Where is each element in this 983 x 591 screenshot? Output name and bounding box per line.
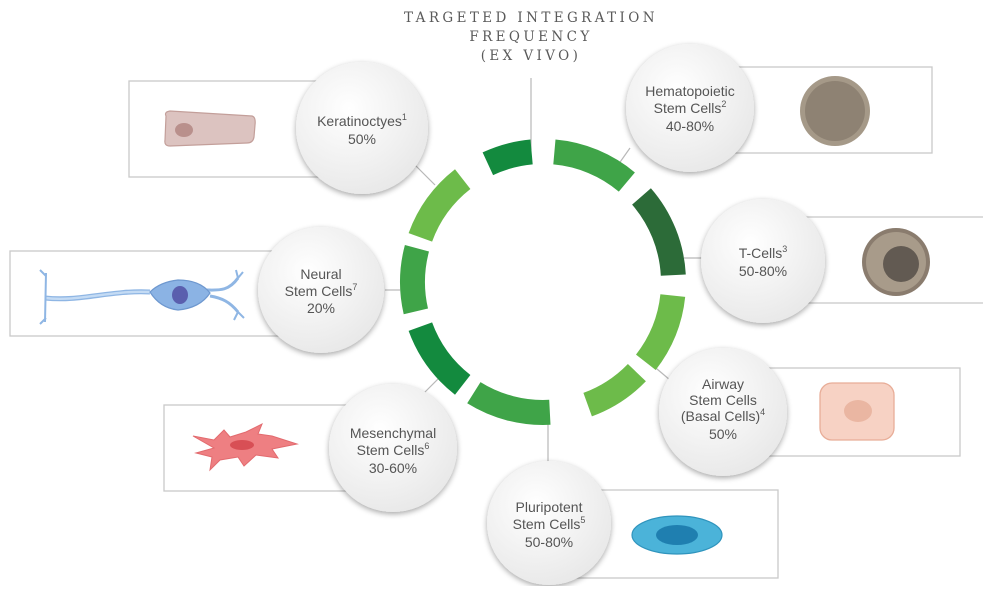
mesenchymal-cell-icon (192, 422, 299, 472)
pluripotent-label-line-2: Stem Cells5 (513, 515, 586, 532)
pluripotent-panel: Pluripotent Stem Cells5 50-80% (487, 461, 779, 585)
neural-node (258, 227, 384, 353)
title-line-1: TARGETED INTEGRATION (404, 10, 658, 26)
airway-panel: Airway Stem Cells (Basal Cells)4 50% (659, 348, 961, 476)
airway-label-line-3: (Basal Cells)4 (681, 407, 765, 424)
hematopoietic-cell-icon (800, 76, 870, 146)
ring-segment-tcell (632, 188, 686, 276)
airway-label-line-1: Airway (702, 376, 744, 392)
ring-segment-keratinocyte (482, 139, 533, 176)
ring-segment-hematopoietic (553, 139, 635, 192)
tcell-label: T-Cells3 (739, 244, 788, 261)
keratinocyte-cell-icon (164, 110, 256, 147)
pluripotent-label-line-1: Pluripotent (516, 499, 583, 515)
hematopoietic-panel: Hematopoietic Stem Cells2 40-80% (626, 44, 933, 172)
t-cell-icon (862, 228, 930, 296)
keratinocyte-node (296, 62, 428, 194)
hematopoietic-frequency: 40-80% (666, 118, 714, 134)
keratinocyte-panel: Keratinoctyes1 50% (128, 62, 428, 194)
basal-cell-icon (819, 382, 895, 441)
keratinocyte-frequency: 50% (348, 131, 376, 147)
keratinocyte-label: Keratinoctyes1 (317, 112, 407, 129)
ring-segment-pluripotent (467, 382, 551, 426)
pluripotent-frequency: 50-80% (525, 534, 573, 550)
tcell-node (701, 199, 825, 323)
hematopoietic-label-line-1: Hematopoietic (645, 83, 735, 99)
mesenchymal-label-line-2: Stem Cells6 (357, 441, 430, 458)
neural-label-line-2: Stem Cells7 (285, 282, 358, 299)
ring-segment-mesenchymal (408, 322, 471, 395)
segmented-ring (400, 139, 686, 426)
hematopoietic-node (626, 44, 754, 172)
airway-label-line-2: Stem Cells (689, 392, 757, 408)
diagram-title: TARGETED INTEGRATION FREQUENCY (EX VIVO) (404, 10, 658, 64)
neural-panel: Neural Stem Cells7 20% (9, 227, 384, 353)
hematopoietic-label-line-2: Stem Cells2 (654, 99, 727, 116)
mesenchymal-node (329, 384, 457, 512)
keratinocyte-connector (414, 164, 436, 186)
mesenchymal-frequency: 30-60% (369, 460, 417, 476)
ring-segment-neural-lower (400, 245, 429, 315)
mesenchymal-panel: Mesenchymal Stem Cells6 30-60% (163, 384, 457, 512)
ring-segment-airway-lower (583, 364, 646, 417)
neural-frequency: 20% (307, 300, 335, 316)
neural-label-line-1: Neural (300, 266, 341, 282)
title-line-2: FREQUENCY (469, 29, 592, 45)
pluripotent-cell-icon (631, 515, 723, 555)
pluripotent-node (487, 461, 611, 585)
tcell-panel: T-Cells3 50-80% (701, 199, 983, 323)
tcell-frequency: 50-80% (739, 263, 787, 279)
mesenchymal-label-line-1: Mesenchymal (350, 425, 436, 441)
airway-frequency: 50% (709, 426, 737, 442)
airway-node (659, 348, 787, 476)
ring-segment-neural-upper (408, 169, 471, 242)
neural-cell-icon (39, 269, 245, 325)
title-line-3: (EX VIVO) (481, 48, 582, 64)
ring-segment-airway-upper (636, 294, 686, 370)
